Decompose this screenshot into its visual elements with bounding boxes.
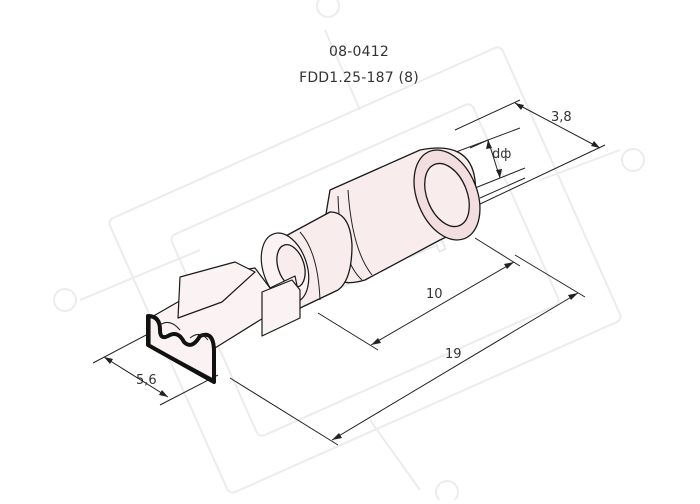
dim-tab-width: 5,6	[136, 373, 157, 388]
part-code: 08-0412	[329, 44, 389, 60]
dim-wire-diameter: 3,8	[551, 110, 572, 125]
dimension-lines	[92, 99, 606, 446]
dim-diameter-label: dф	[492, 147, 511, 162]
dim-total-length: 19	[445, 347, 462, 362]
terminal-body	[146, 147, 481, 384]
part-model: FDD1.25-187 (8)	[299, 70, 419, 86]
dim-sleeve-length: 10	[426, 287, 443, 302]
